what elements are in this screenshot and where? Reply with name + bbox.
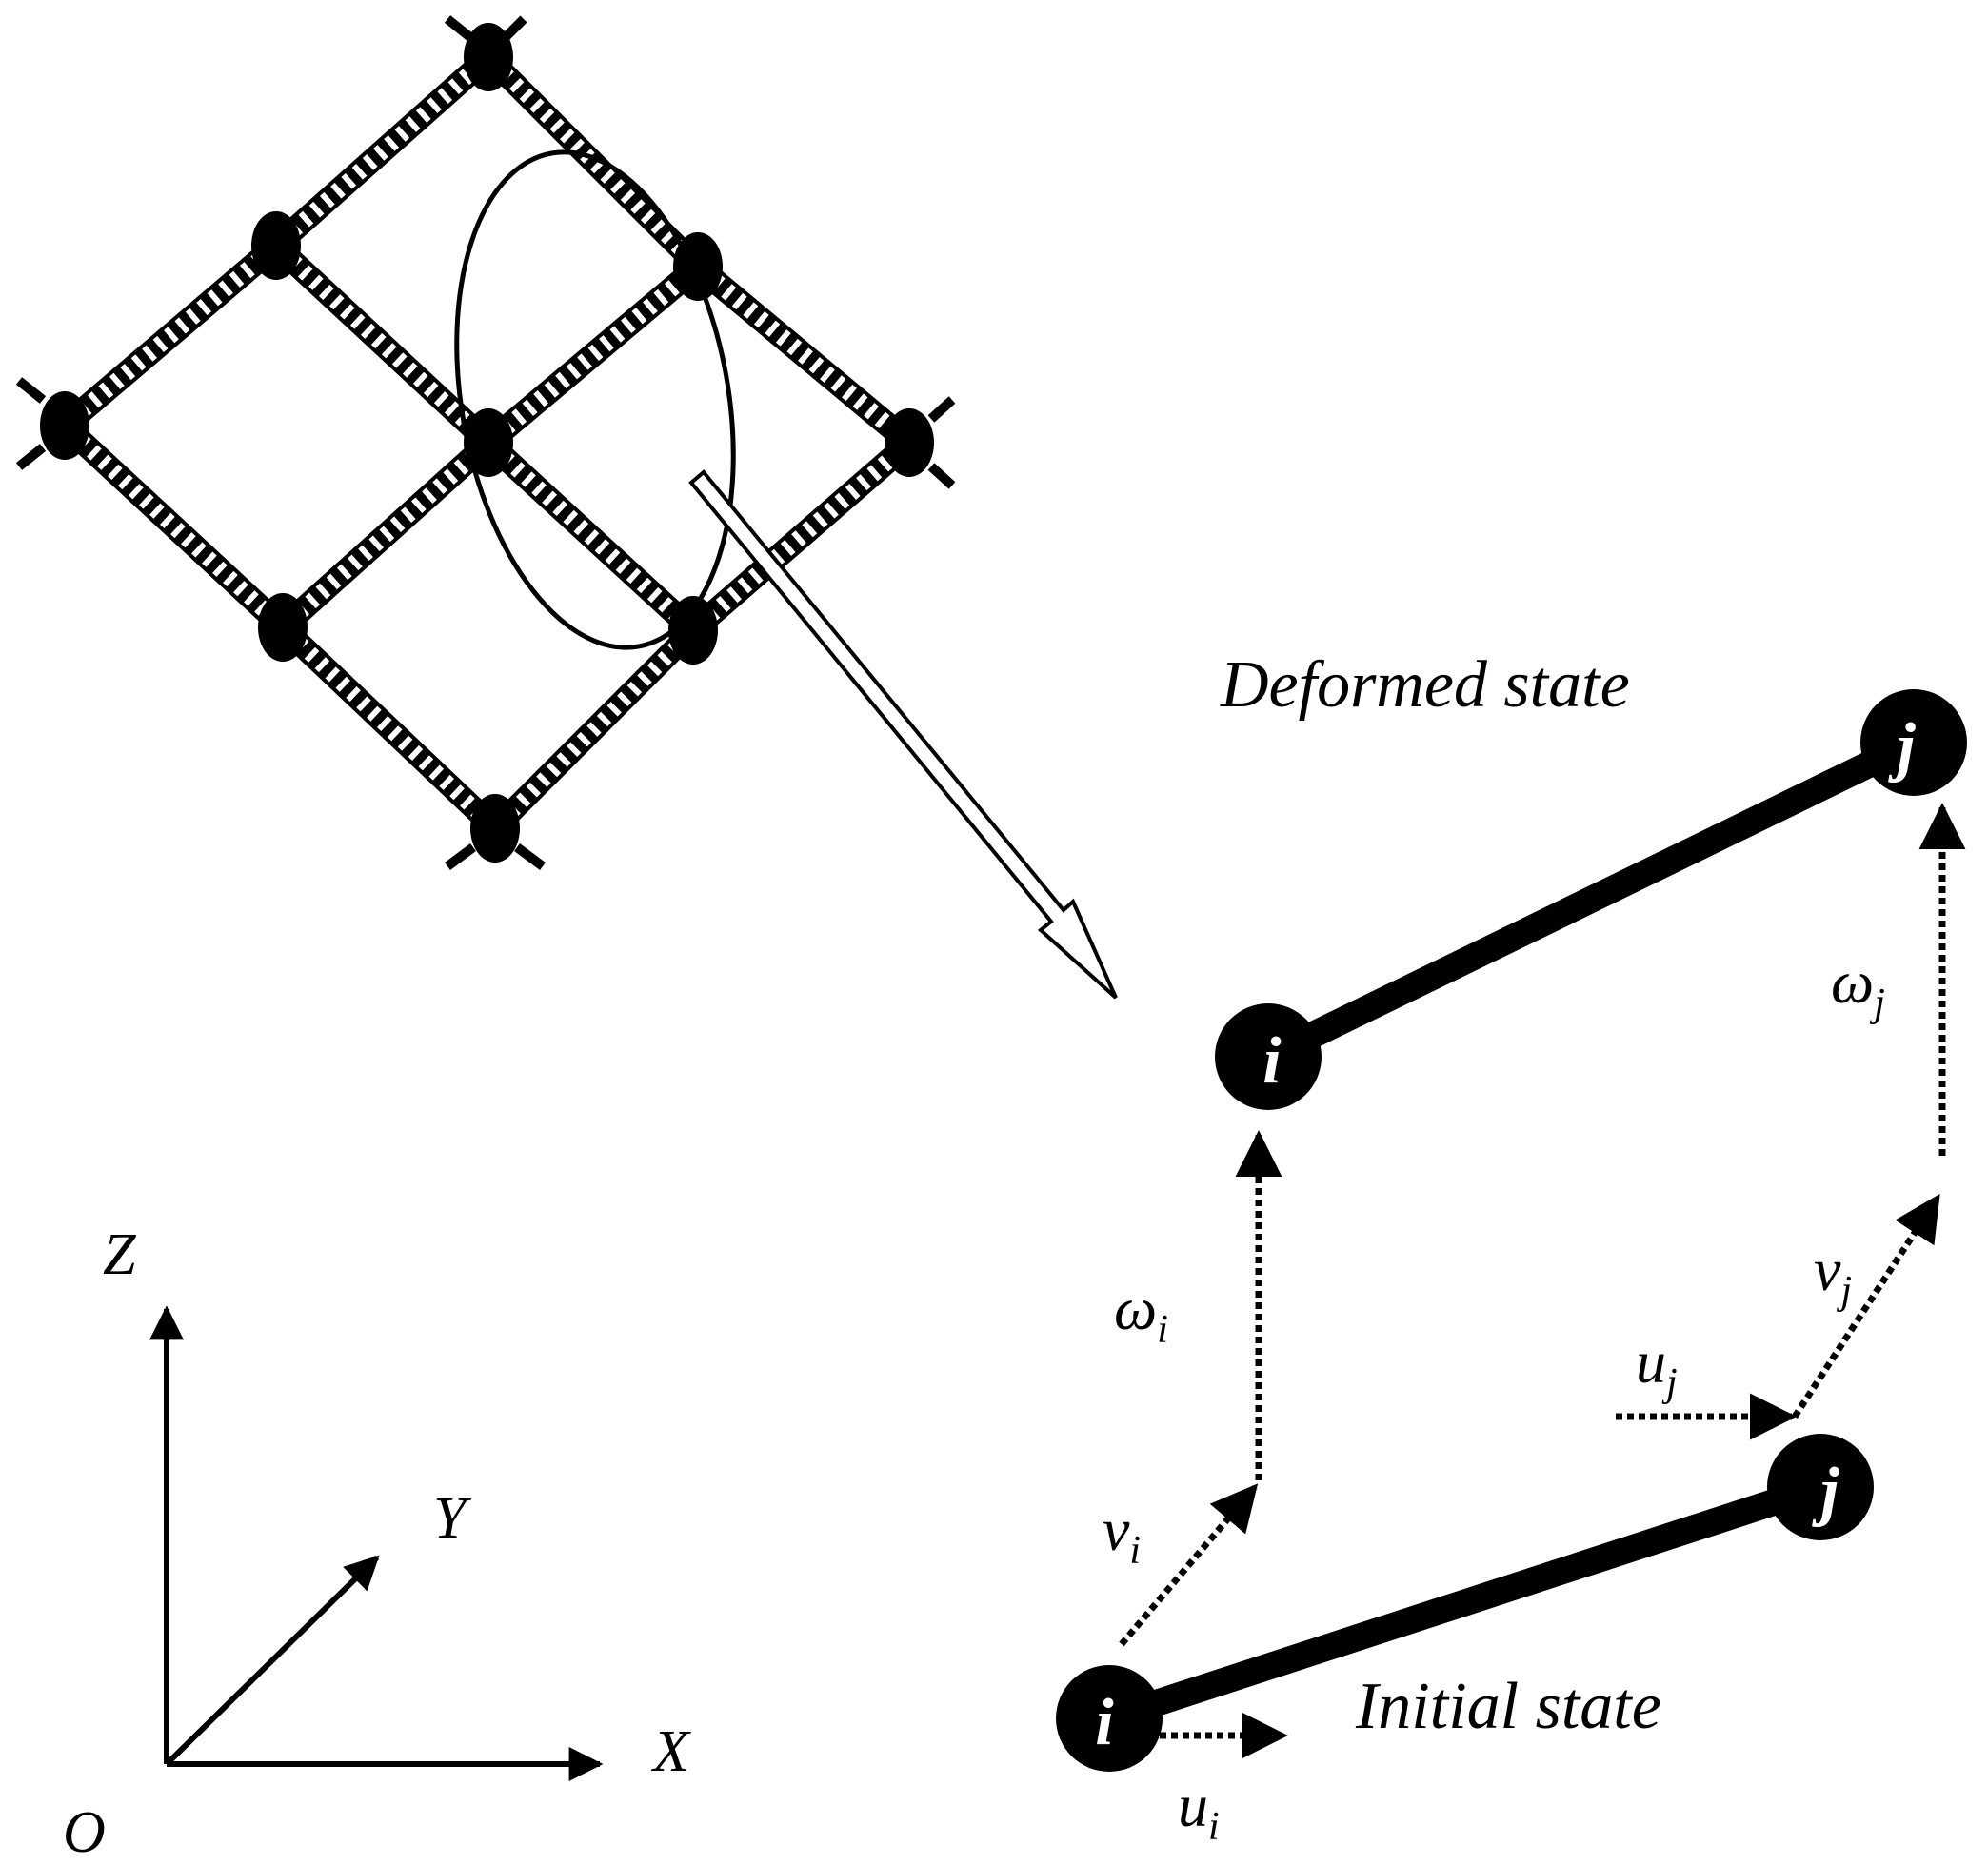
deformed-element-bar [1262, 730, 1920, 1069]
deformed-node-i-label: i [1262, 1024, 1282, 1098]
displacement-arrows [1119, 803, 1966, 1759]
v-j-label: vj [1814, 1236, 1852, 1313]
rope-knots [40, 23, 934, 863]
knot [40, 391, 89, 460]
zoom-ellipse [454, 149, 736, 650]
y-axis-label: Y [433, 1486, 471, 1551]
y-axis [164, 1555, 380, 1767]
displacement-labels: ωi vi ui ωj vj uj [1103, 948, 1885, 1849]
deformed-state-label: Deformed state [1220, 648, 1630, 722]
omega-j-label: ωj [1831, 948, 1885, 1025]
z-axis-label: Z [103, 1222, 136, 1287]
zoom-pointer-arrow [688, 469, 1118, 1000]
knot [464, 408, 513, 477]
u-j-label: uj [1636, 1328, 1678, 1405]
knot [464, 23, 513, 91]
netting-mesh [15, 15, 956, 871]
initial-node-j [1767, 1434, 1874, 1540]
knot [885, 408, 934, 477]
v-i-arrow [1119, 1483, 1259, 1647]
rope-strands [57, 49, 917, 836]
knot [258, 593, 308, 662]
knot [470, 794, 520, 863]
initial-node-i [1056, 1665, 1163, 1772]
knot [668, 596, 718, 665]
v-j-arrow [1792, 1193, 1940, 1419]
coordinate-axes [149, 1305, 604, 1781]
knot-tails [15, 15, 956, 871]
rope-outlines [63, 42, 911, 843]
origin-label: O [63, 1800, 106, 1860]
x-axis-label: X [650, 1719, 691, 1784]
deformed-node-i [1215, 1003, 1322, 1110]
initial-element-bar [1104, 1474, 1825, 1732]
knot [251, 211, 301, 280]
deformed-node-j [1860, 689, 1967, 796]
omega-i-label: ωi [1114, 1275, 1168, 1352]
initial-state-label: Initial state [1355, 1670, 1661, 1743]
initial-node-i-label: i [1095, 1686, 1114, 1759]
v-i-label: vi [1103, 1496, 1141, 1573]
u-i-label: ui [1178, 1772, 1220, 1849]
